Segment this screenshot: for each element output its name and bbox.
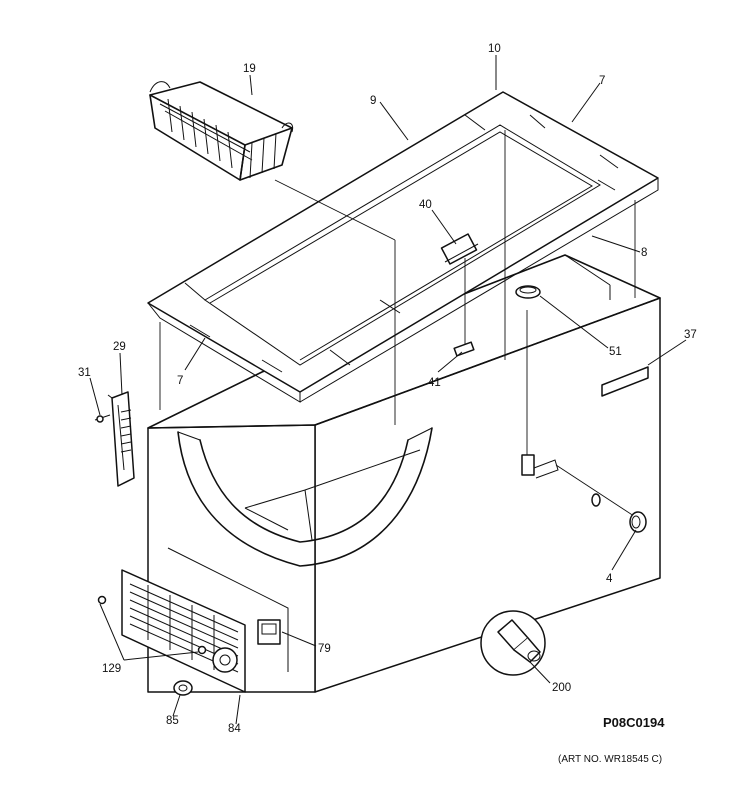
callout-129: 129	[102, 663, 121, 675]
temperature-control	[257, 619, 281, 645]
hinge-screw	[94, 414, 111, 423]
drawing-code: P08C0194	[603, 715, 665, 730]
callout-51: 51	[609, 346, 622, 358]
callout-40: 40	[419, 199, 432, 211]
callout-10: 10	[488, 43, 501, 55]
callout-7-gasket: 7	[177, 375, 183, 387]
callout-79: 79	[318, 643, 331, 655]
wire-basket	[149, 81, 294, 181]
machine-compartment-grille	[121, 547, 289, 693]
callout-7-lid: 7	[599, 75, 605, 87]
drain-cap	[629, 511, 647, 533]
callout-9: 9	[370, 95, 376, 107]
lid-hinge	[107, 391, 135, 487]
callout-41: 41	[428, 377, 441, 389]
grille-screws	[97, 595, 207, 655]
bumper	[173, 680, 193, 696]
art-number: (ART NO. WR18545 C)	[558, 754, 662, 765]
callout-84: 84	[228, 723, 241, 735]
projection-lines	[159, 130, 636, 455]
drain-plug	[515, 285, 541, 299]
lid-assembly	[147, 91, 659, 403]
callout-8: 8	[641, 247, 647, 259]
callout-85: 85	[166, 715, 179, 727]
callout-200: 200	[552, 682, 571, 694]
leader-lines	[89, 55, 687, 725]
drain-tube	[521, 454, 641, 521]
callout-29: 29	[113, 341, 126, 353]
callout-31: 31	[78, 367, 91, 379]
callout-37: 37	[684, 329, 697, 341]
rating-plate	[601, 366, 649, 397]
callout-4: 4	[606, 573, 613, 585]
lid-strike	[453, 341, 475, 357]
callout-labels: 10 7 9 19 40 8 51 37 29 31 7 41 4 79 129…	[78, 43, 697, 735]
callout-19: 19	[243, 63, 256, 75]
drain-fitting-detail	[480, 610, 546, 676]
